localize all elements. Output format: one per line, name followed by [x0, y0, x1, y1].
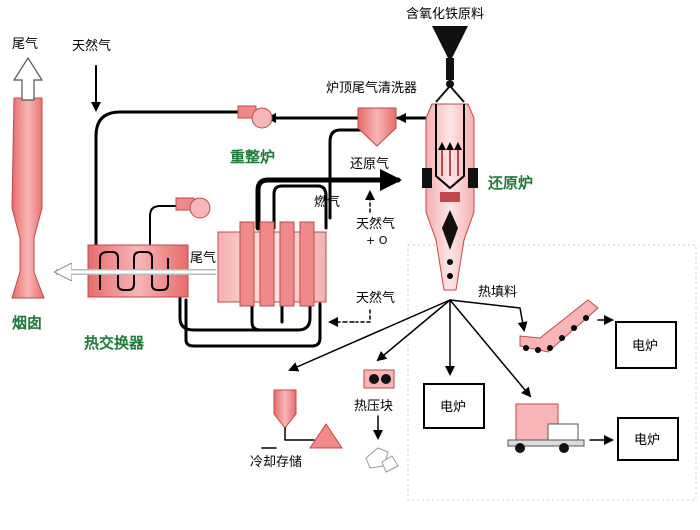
reducing-gas-label: 还原气: [350, 156, 389, 172]
electric-furnace-2-label: 电炉: [440, 400, 466, 415]
shaft-furnace-label: 还原炉: [487, 174, 533, 192]
electric-furnace-2: [423, 383, 485, 429]
natural-gas-lower-label: 天然气: [356, 290, 395, 306]
natural-gas-top-label: 天然气: [72, 38, 111, 54]
tail-gas-up-arrow-icon: [12, 56, 44, 101]
briquettes-icon: [365, 447, 399, 473]
blower-reformer: [175, 197, 211, 219]
o2-mark-label: + O: [366, 234, 388, 247]
scrubber-label: 炉顶尾气清洗器: [326, 80, 417, 96]
downstream-region: [407, 244, 697, 501]
cooling-silo: [273, 389, 343, 449]
pipes: [94, 110, 438, 348]
chimney: [11, 56, 45, 299]
cooling-storage-label: 冷却存储: [250, 455, 302, 470]
fuel-gas-label: 燃气: [314, 194, 340, 210]
raw-material-hopper: [432, 26, 468, 103]
electric-furnace-1: [615, 321, 677, 369]
conveyor: [519, 299, 599, 353]
reformer-label: 重整炉: [230, 148, 275, 166]
electric-furnace-3: [617, 417, 679, 461]
raw-material-label: 含氧化铁原料: [406, 6, 484, 22]
heat-exchanger-label: 热交换器: [84, 334, 145, 352]
top-gas-scrubber: [357, 107, 397, 147]
chimney-label: 烟囱: [12, 314, 42, 332]
tail-gas-mid-label: 尾气: [190, 250, 216, 266]
electric-furnace-1-label: 电炉: [632, 339, 658, 354]
briquette-press: [363, 369, 395, 389]
hot-charge-label: 热填料: [478, 285, 517, 300]
hot-briquette-label: 热压块: [354, 399, 393, 414]
shaft-furnace: [422, 103, 478, 291]
reformer-furnace: [217, 221, 327, 307]
chimney-tail-gas-label: 尾气: [12, 36, 38, 52]
natural-gas-o2-label: 天然气: [356, 216, 395, 232]
transport-truck: [507, 403, 585, 453]
electric-furnace-3-label: 电炉: [634, 433, 660, 448]
blower-top: [237, 105, 273, 129]
product-arrows: [261, 299, 614, 449]
